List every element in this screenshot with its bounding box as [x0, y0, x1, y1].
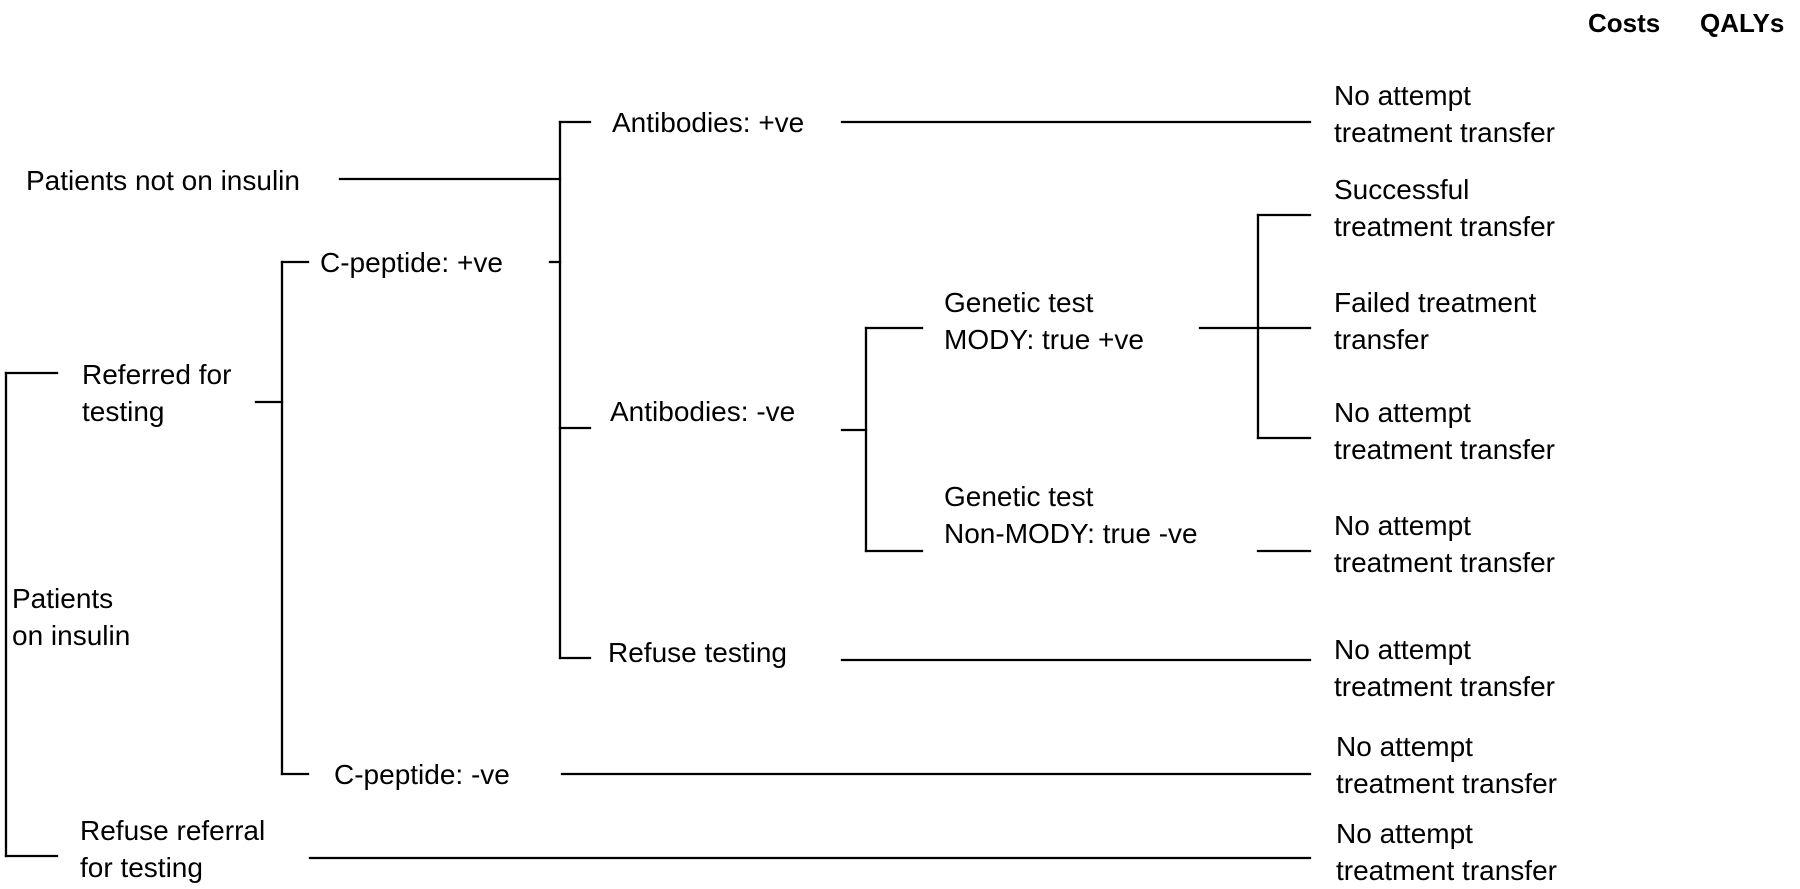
node-patients-not-on-insulin: Patients not on insulin	[26, 165, 300, 196]
outcome-mody-no-attempt: No attempt treatment transfer	[1334, 397, 1555, 465]
node-genetic-test-non-mody: Genetic test Non-MODY: true -ve	[944, 481, 1198, 549]
node-antibodies-positive: Antibodies: +ve	[612, 107, 805, 138]
costs-column-header: Costs	[1588, 8, 1661, 38]
node-antibodies-negative: Antibodies: -ve	[610, 396, 796, 427]
node-genetic-test-mody: Genetic test MODY: true +ve	[944, 287, 1144, 355]
node-patients-on-insulin: Patients on insulin	[12, 583, 131, 651]
outcome-refuse-testing: No attempt treatment transfer	[1334, 634, 1555, 702]
outcome-refuse-referral: No attempt treatment transfer	[1336, 818, 1557, 886]
outcome-antibodies-positive: No attempt treatment transfer	[1334, 80, 1555, 148]
outcome-failed-transfer: Failed treatment transfer	[1334, 287, 1537, 355]
node-cpeptide-negative: C-peptide: -ve	[334, 759, 510, 790]
node-refuse-referral: Refuse referral for testing	[80, 815, 266, 883]
node-cpeptide-positive: C-peptide: +ve	[320, 247, 503, 278]
outcome-cpeptide-negative: No attempt treatment transfer	[1336, 731, 1557, 799]
node-referred-for-testing: Referred for testing	[82, 359, 232, 427]
outcome-successful-transfer: Successful treatment transfer	[1334, 174, 1555, 242]
outcome-non-mody: No attempt treatment transfer	[1334, 510, 1555, 578]
qalys-column-header: QALYs	[1700, 8, 1785, 38]
node-refuse-testing: Refuse testing	[608, 637, 787, 668]
